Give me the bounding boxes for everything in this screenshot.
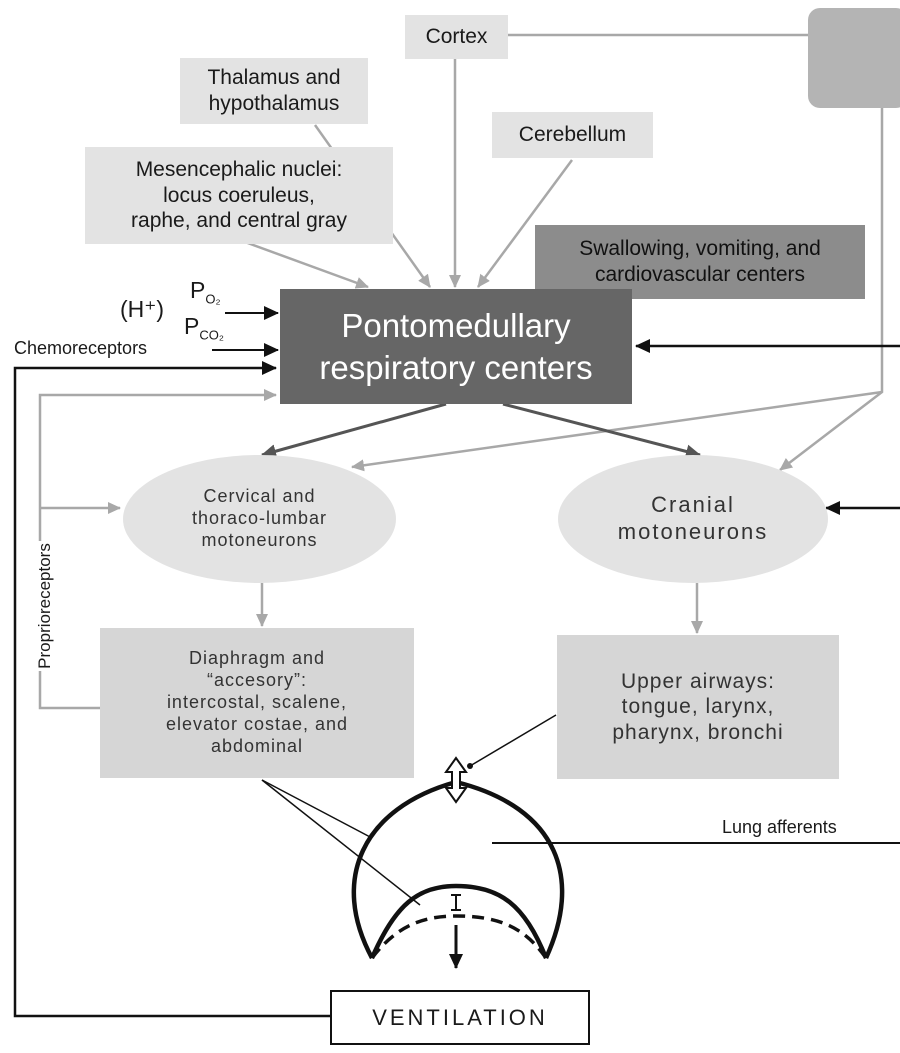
cerebellum-box: Cerebellum xyxy=(492,112,653,158)
swallowing-centers-box: Swallowing, vomiting, and cardiovascular… xyxy=(535,225,865,299)
pontomedullary-centers-box: Pontomedullary respiratory centers xyxy=(280,289,632,404)
trachea-double-arrow-icon xyxy=(446,758,466,802)
arrow-centers-to-cranial xyxy=(503,404,700,455)
arrow-mesencephalic-to-centers xyxy=(245,242,368,287)
thalamus-box: Thalamus and hypothalamus xyxy=(180,58,368,124)
line-diaphragm-to-ribcage xyxy=(262,780,372,838)
diaphragm-double-arrow-icon xyxy=(451,895,461,910)
chemoreceptors-label: Chemoreceptors xyxy=(14,338,147,359)
upper-airways-box: Upper airways: tongue, larynx, pharynx, … xyxy=(557,635,839,779)
po2-label: PO₂ xyxy=(190,277,221,307)
pco2-label: PCO₂ xyxy=(184,313,224,343)
lung-afferents-label: Lung afferents xyxy=(722,817,837,838)
arrow-centers-to-cervical xyxy=(262,404,446,455)
h-plus-label: (H⁺) xyxy=(120,296,164,323)
cervical-motoneurons-ellipse: Cervical and thoraco-lumbar motoneurons xyxy=(123,455,396,583)
thorax-schematic xyxy=(354,758,562,968)
ventilation-box: VENTILATION xyxy=(330,990,590,1045)
cortex-box: Cortex xyxy=(405,15,508,59)
cranial-motoneurons-ellipse: Cranial motoneurons xyxy=(558,455,828,583)
line-diaphragm-to-dome xyxy=(262,780,420,905)
mesencephalic-box: Mesencephalic nuclei: locus coeruleus, r… xyxy=(85,147,393,244)
line-airways-to-trachea xyxy=(470,715,556,766)
proprioreceptors-label: Proprioreceptors xyxy=(35,541,55,671)
diaphragm-muscles-box: Diaphragm and “accesory”: intercostal, s… xyxy=(100,628,414,778)
corner-gray-box xyxy=(808,8,900,108)
